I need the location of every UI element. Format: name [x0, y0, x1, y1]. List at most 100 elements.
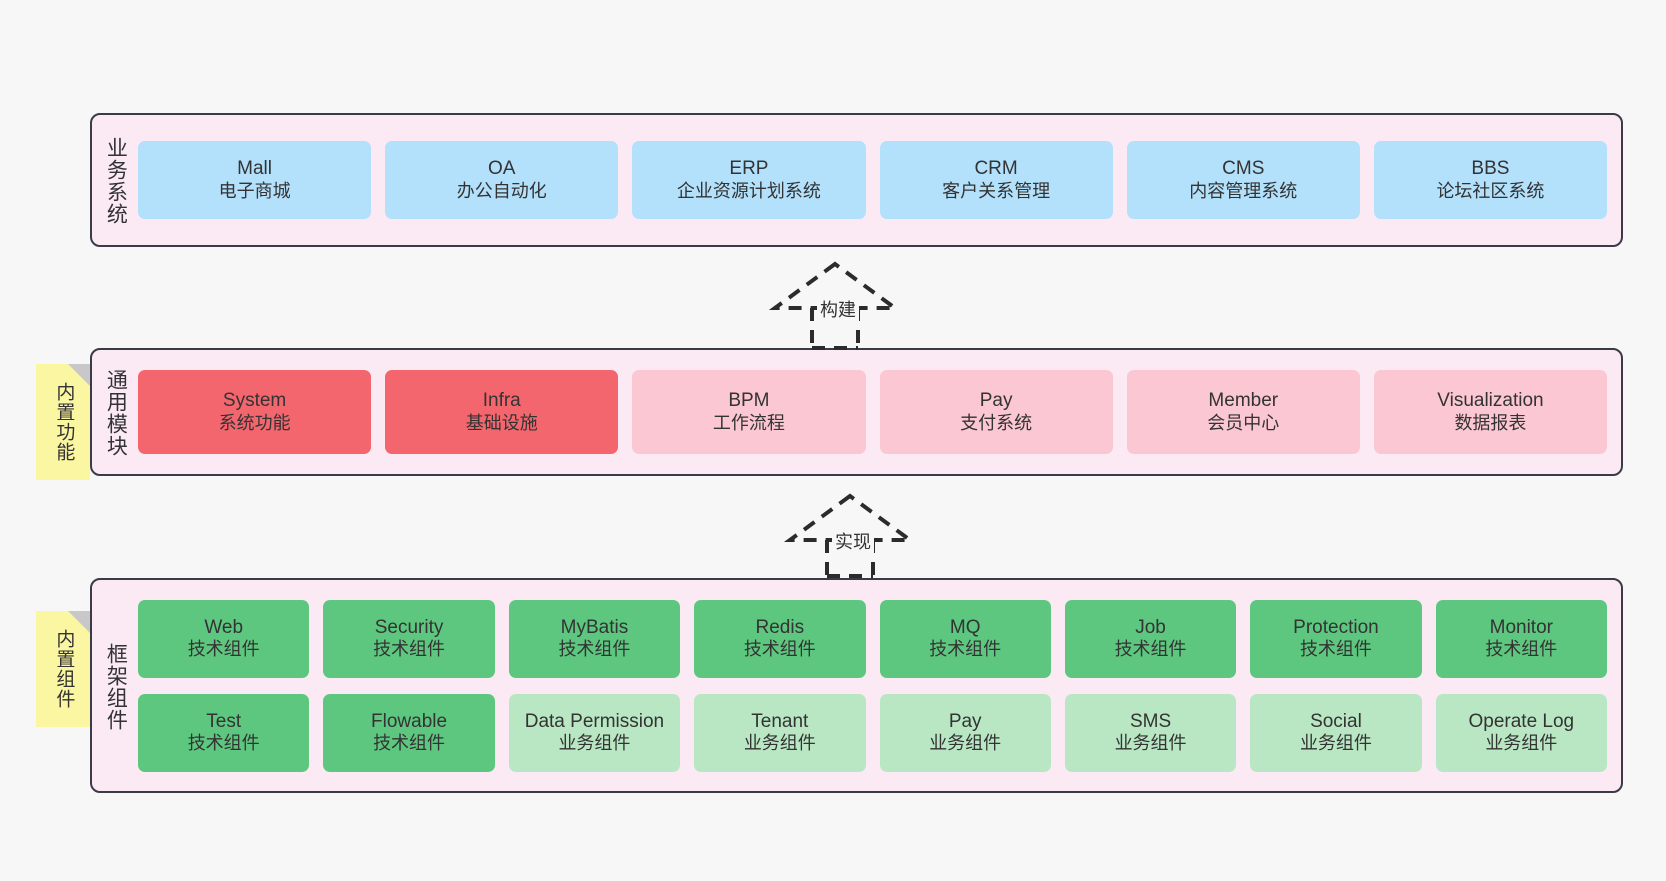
node-title: Web	[204, 616, 244, 638]
node-title: Monitor	[1489, 616, 1553, 638]
node-title: Test	[206, 710, 242, 732]
node-title: Operate Log	[1468, 710, 1575, 732]
node-title: Security	[374, 616, 444, 638]
layer-business-systems: 业务系统 Mall 电子商城 OA 办公自动化 ERP 企业资源计划系统 CRM	[90, 113, 1623, 247]
node-title: OA	[488, 158, 516, 180]
node-subtitle: 业务组件	[743, 733, 816, 754]
node-subtitle: 业务组件	[558, 733, 631, 754]
node-row: System 系统功能 Infra 基础设施 BPM 工作流程 Pay 支付系统…	[138, 370, 1608, 454]
node-monitor[interactable]: Monitor 技术组件	[1435, 599, 1607, 678]
node-web[interactable]: Web 技术组件	[138, 599, 310, 678]
note-builtin-components: 内置组件	[36, 611, 90, 727]
node-subtitle: 业务组件	[929, 733, 1002, 754]
node-subtitle: 工作流程	[712, 412, 785, 433]
node-title: Job	[1135, 616, 1166, 638]
node-title: Redis	[755, 616, 805, 638]
node-protection[interactable]: Protection 技术组件	[1250, 599, 1422, 678]
node-subtitle: 技术组件	[1114, 639, 1187, 660]
connector-build-label: 构建	[817, 296, 859, 322]
node-subtitle: 技术组件	[558, 639, 631, 660]
connector-build: 构建	[755, 258, 915, 350]
node-subtitle: 电子商城	[218, 180, 291, 201]
note-label: 内置组件	[53, 629, 75, 709]
node-bpm[interactable]: BPM 工作流程	[632, 370, 866, 454]
node-pay-component[interactable]: Pay 业务组件	[879, 693, 1051, 772]
node-infra[interactable]: Infra 基础设施	[385, 370, 619, 454]
node-test[interactable]: Test 技术组件	[138, 693, 310, 772]
node-title: Member	[1208, 390, 1279, 412]
node-title: Social	[1310, 710, 1362, 732]
node-title: SMS	[1129, 710, 1172, 732]
node-title: MQ	[949, 616, 981, 638]
node-subtitle: 技术组件	[373, 733, 446, 754]
node-title: BBS	[1471, 158, 1510, 180]
node-member[interactable]: Member 会员中心	[1126, 370, 1360, 454]
node-subtitle: 业务组件	[1299, 733, 1372, 754]
node-sms[interactable]: SMS 业务组件	[1064, 693, 1237, 772]
node-visualization[interactable]: Visualization 数据报表	[1373, 370, 1608, 454]
page-fold-icon	[68, 611, 90, 633]
node-title: Pay	[948, 710, 982, 732]
node-social[interactable]: Social 业务组件	[1250, 693, 1422, 772]
node-title: CRM	[974, 158, 1018, 180]
node-subtitle: 论坛社区系统	[1436, 180, 1545, 201]
node-subtitle: 办公自动化	[456, 180, 547, 201]
node-title: ERP	[729, 158, 769, 180]
node-title: Data Permission	[524, 710, 665, 732]
node-title: Infra	[482, 390, 521, 412]
node-title: Pay	[979, 390, 1013, 412]
node-row: Test 技术组件 Flowable 技术组件 Data Permission …	[138, 693, 1607, 772]
node-subtitle: 企业资源计划系统	[676, 180, 821, 201]
node-row: Web 技术组件 Security 技术组件 MyBatis 技术组件 Redi…	[138, 599, 1607, 678]
node-subtitle: 技术组件	[187, 639, 260, 660]
node-cms[interactable]: CMS 内容管理系统	[1126, 141, 1360, 219]
node-job[interactable]: Job 技术组件	[1064, 599, 1237, 678]
node-title: MyBatis	[560, 616, 629, 638]
node-tenant[interactable]: Tenant 业务组件	[694, 693, 866, 772]
page-fold-icon	[68, 364, 90, 386]
node-subtitle: 业务组件	[1485, 733, 1558, 754]
node-subtitle: 技术组件	[187, 733, 260, 754]
node-subtitle: 支付系统	[960, 412, 1033, 433]
node-oa[interactable]: OA 办公自动化	[385, 141, 619, 219]
node-subtitle: 技术组件	[743, 639, 816, 660]
layer-common-modules: 通用模块 System 系统功能 Infra 基础设施 BPM 工作流程 Pay	[90, 348, 1623, 476]
node-mq[interactable]: MQ 技术组件	[879, 599, 1051, 678]
node-subtitle: 基础设施	[465, 412, 538, 433]
node-data-permission[interactable]: Data Permission 业务组件	[508, 693, 681, 772]
layer-label-business-systems: 业务系统	[104, 137, 128, 225]
node-subtitle: 技术组件	[1299, 639, 1372, 660]
node-subtitle: 会员中心	[1207, 412, 1280, 433]
node-subtitle: 技术组件	[929, 639, 1002, 660]
node-operate-log[interactable]: Operate Log 业务组件	[1435, 693, 1607, 772]
node-subtitle: 客户关系管理	[942, 180, 1051, 201]
node-subtitle: 内容管理系统	[1189, 180, 1298, 201]
node-mall[interactable]: Mall 电子商城	[138, 141, 372, 219]
node-bbs[interactable]: BBS 论坛社区系统	[1373, 141, 1608, 219]
node-pay[interactable]: Pay 支付系统	[879, 370, 1113, 454]
node-security[interactable]: Security 技术组件	[323, 599, 495, 678]
node-subtitle: 技术组件	[1485, 639, 1558, 660]
node-crm[interactable]: CRM 客户关系管理	[879, 141, 1113, 219]
node-system[interactable]: System 系统功能	[138, 370, 372, 454]
node-title: Tenant	[751, 710, 809, 732]
node-subtitle: 业务组件	[1114, 733, 1187, 754]
layer-body-common-modules: System 系统功能 Infra 基础设施 BPM 工作流程 Pay 支付系统…	[138, 350, 1621, 474]
connector-implement-label: 实现	[832, 528, 874, 554]
node-erp[interactable]: ERP 企业资源计划系统	[632, 141, 866, 219]
node-title: Flowable	[371, 710, 448, 732]
note-label: 内置功能	[53, 382, 75, 462]
node-row: Mall 电子商城 OA 办公自动化 ERP 企业资源计划系统 CRM 客户关系…	[138, 141, 1608, 219]
layer-body-business-systems: Mall 电子商城 OA 办公自动化 ERP 企业资源计划系统 CRM 客户关系…	[138, 115, 1621, 245]
node-subtitle: 数据报表	[1454, 412, 1527, 433]
layer-label-framework-components: 框架组件	[104, 642, 128, 731]
node-mybatis[interactable]: MyBatis 技术组件	[508, 599, 681, 678]
node-title: Visualization	[1437, 390, 1544, 412]
node-title: System	[222, 390, 287, 412]
node-title: Mall	[237, 158, 272, 180]
node-redis[interactable]: Redis 技术组件	[694, 599, 866, 678]
node-subtitle: 技术组件	[373, 639, 446, 660]
node-flowable[interactable]: Flowable 技术组件	[323, 693, 495, 772]
connector-implement: 实现	[770, 490, 930, 578]
